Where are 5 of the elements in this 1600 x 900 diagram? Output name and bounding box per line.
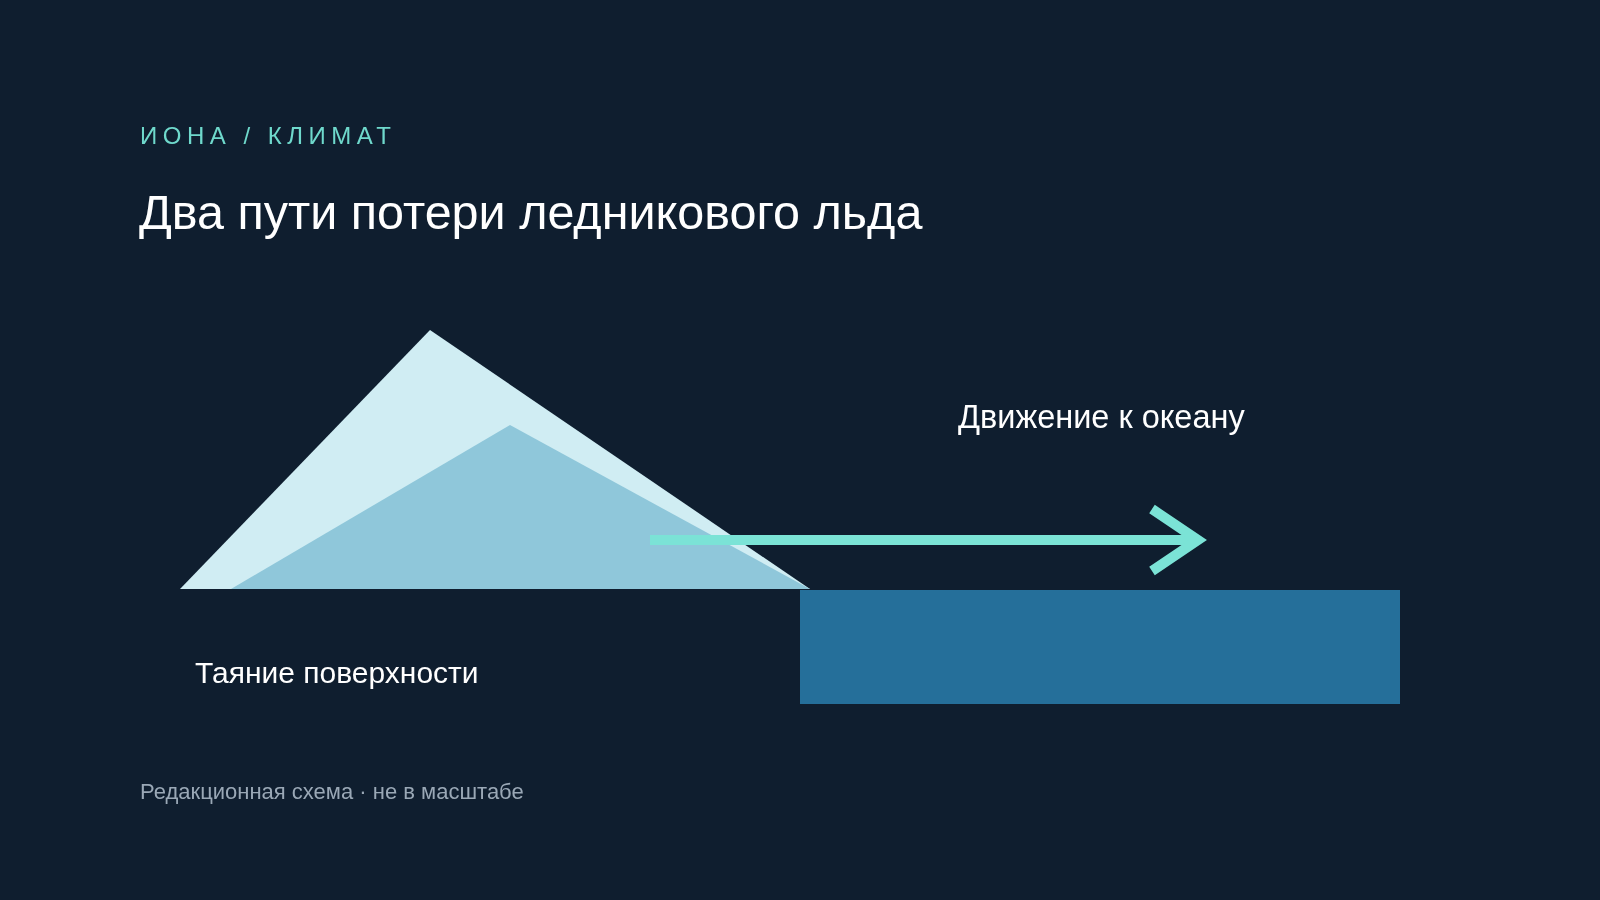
caption: Редакционная схема · не в масштабе xyxy=(140,779,524,805)
flow-label: Движение к океану xyxy=(958,399,1245,436)
title: Два пути потери ледникового льда xyxy=(139,184,923,240)
melt-label: Таяние поверхности xyxy=(195,656,479,690)
section-kicker: ИОНА / КЛИМАТ xyxy=(140,122,397,150)
